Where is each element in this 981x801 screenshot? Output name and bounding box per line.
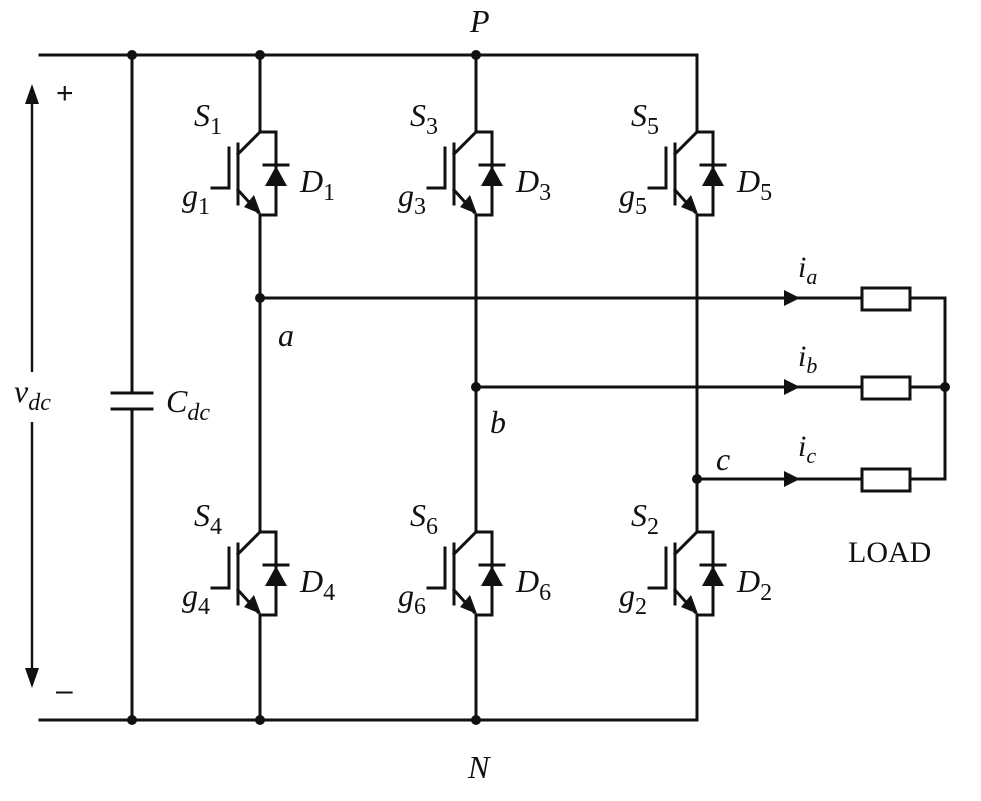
switch-s1: S1 g1 D1 — [182, 97, 335, 220]
d-label: D1 — [299, 163, 335, 206]
load-label: LOAD — [848, 536, 931, 569]
current-label-b: ib — [798, 340, 817, 378]
capacitor-label: Cdc — [166, 383, 210, 426]
dc-link-capacitor — [110, 53, 154, 722]
collector-lead — [451, 529, 479, 557]
minus-sign: – — [56, 674, 73, 707]
current-arrow-b — [784, 379, 800, 395]
d-label: D5 — [736, 163, 772, 206]
switch-s6: S6 g6 D6 — [398, 497, 551, 620]
load-resistor-a — [860, 286, 912, 312]
collector-lead — [672, 129, 700, 157]
collector-lead — [451, 129, 479, 157]
diode-icon — [265, 166, 287, 186]
g-label: g1 — [182, 177, 210, 220]
load-resistor-b — [860, 375, 912, 401]
vdc-label: vdc — [14, 373, 51, 416]
collector-lead — [235, 129, 263, 157]
switch-s2: S2 g2 D2 — [619, 497, 772, 620]
current-arrow-a — [784, 290, 800, 306]
s-label: S1 — [194, 97, 222, 140]
diode-icon — [702, 566, 724, 586]
d-label: D4 — [299, 563, 335, 606]
s-label: S6 — [410, 497, 438, 540]
node-label-n: N — [467, 749, 491, 785]
emitter-arrow — [244, 595, 261, 614]
diode-icon — [265, 566, 287, 586]
g-label: g6 — [398, 577, 426, 620]
current-label-a: ia — [798, 251, 817, 289]
load-star-connection — [908, 296, 947, 481]
node-label-b: b — [490, 404, 506, 440]
vdc-arrow — [25, 84, 39, 688]
collector-lead — [672, 529, 700, 557]
collector-lead — [235, 529, 263, 557]
node-label-c: c — [716, 441, 730, 477]
s-label: S4 — [194, 497, 222, 540]
load-resistor-c — [860, 467, 912, 493]
diode-icon — [481, 166, 503, 186]
d-label: D3 — [515, 163, 551, 206]
emitter-arrow — [681, 195, 698, 214]
node-label-a: a — [278, 317, 294, 353]
g-label: g5 — [619, 177, 647, 220]
emitter-arrow — [244, 195, 261, 214]
g-label: g4 — [182, 577, 210, 620]
s-label: S3 — [410, 97, 438, 140]
emitter-arrow — [460, 595, 477, 614]
switch-s4: S4 g4 D4 — [182, 497, 335, 620]
emitter-arrow — [460, 195, 477, 214]
current-arrow-c — [784, 471, 800, 487]
d-label: D6 — [515, 563, 551, 606]
junction-dots — [127, 50, 950, 725]
g-label: g3 — [398, 177, 426, 220]
node-label-p: P — [469, 3, 490, 39]
s-label: S2 — [631, 497, 659, 540]
d-label: D2 — [736, 563, 772, 606]
current-label-c: ic — [798, 430, 816, 468]
g-label: g2 — [619, 577, 647, 620]
diode-icon — [702, 166, 724, 186]
switch-s3: S3 g3 D3 — [398, 97, 551, 220]
s-label: S5 — [631, 97, 659, 140]
plus-sign: + — [56, 77, 74, 110]
switch-s5: S5 g5 D5 — [619, 97, 772, 220]
diode-icon — [481, 566, 503, 586]
emitter-arrow — [681, 595, 698, 614]
